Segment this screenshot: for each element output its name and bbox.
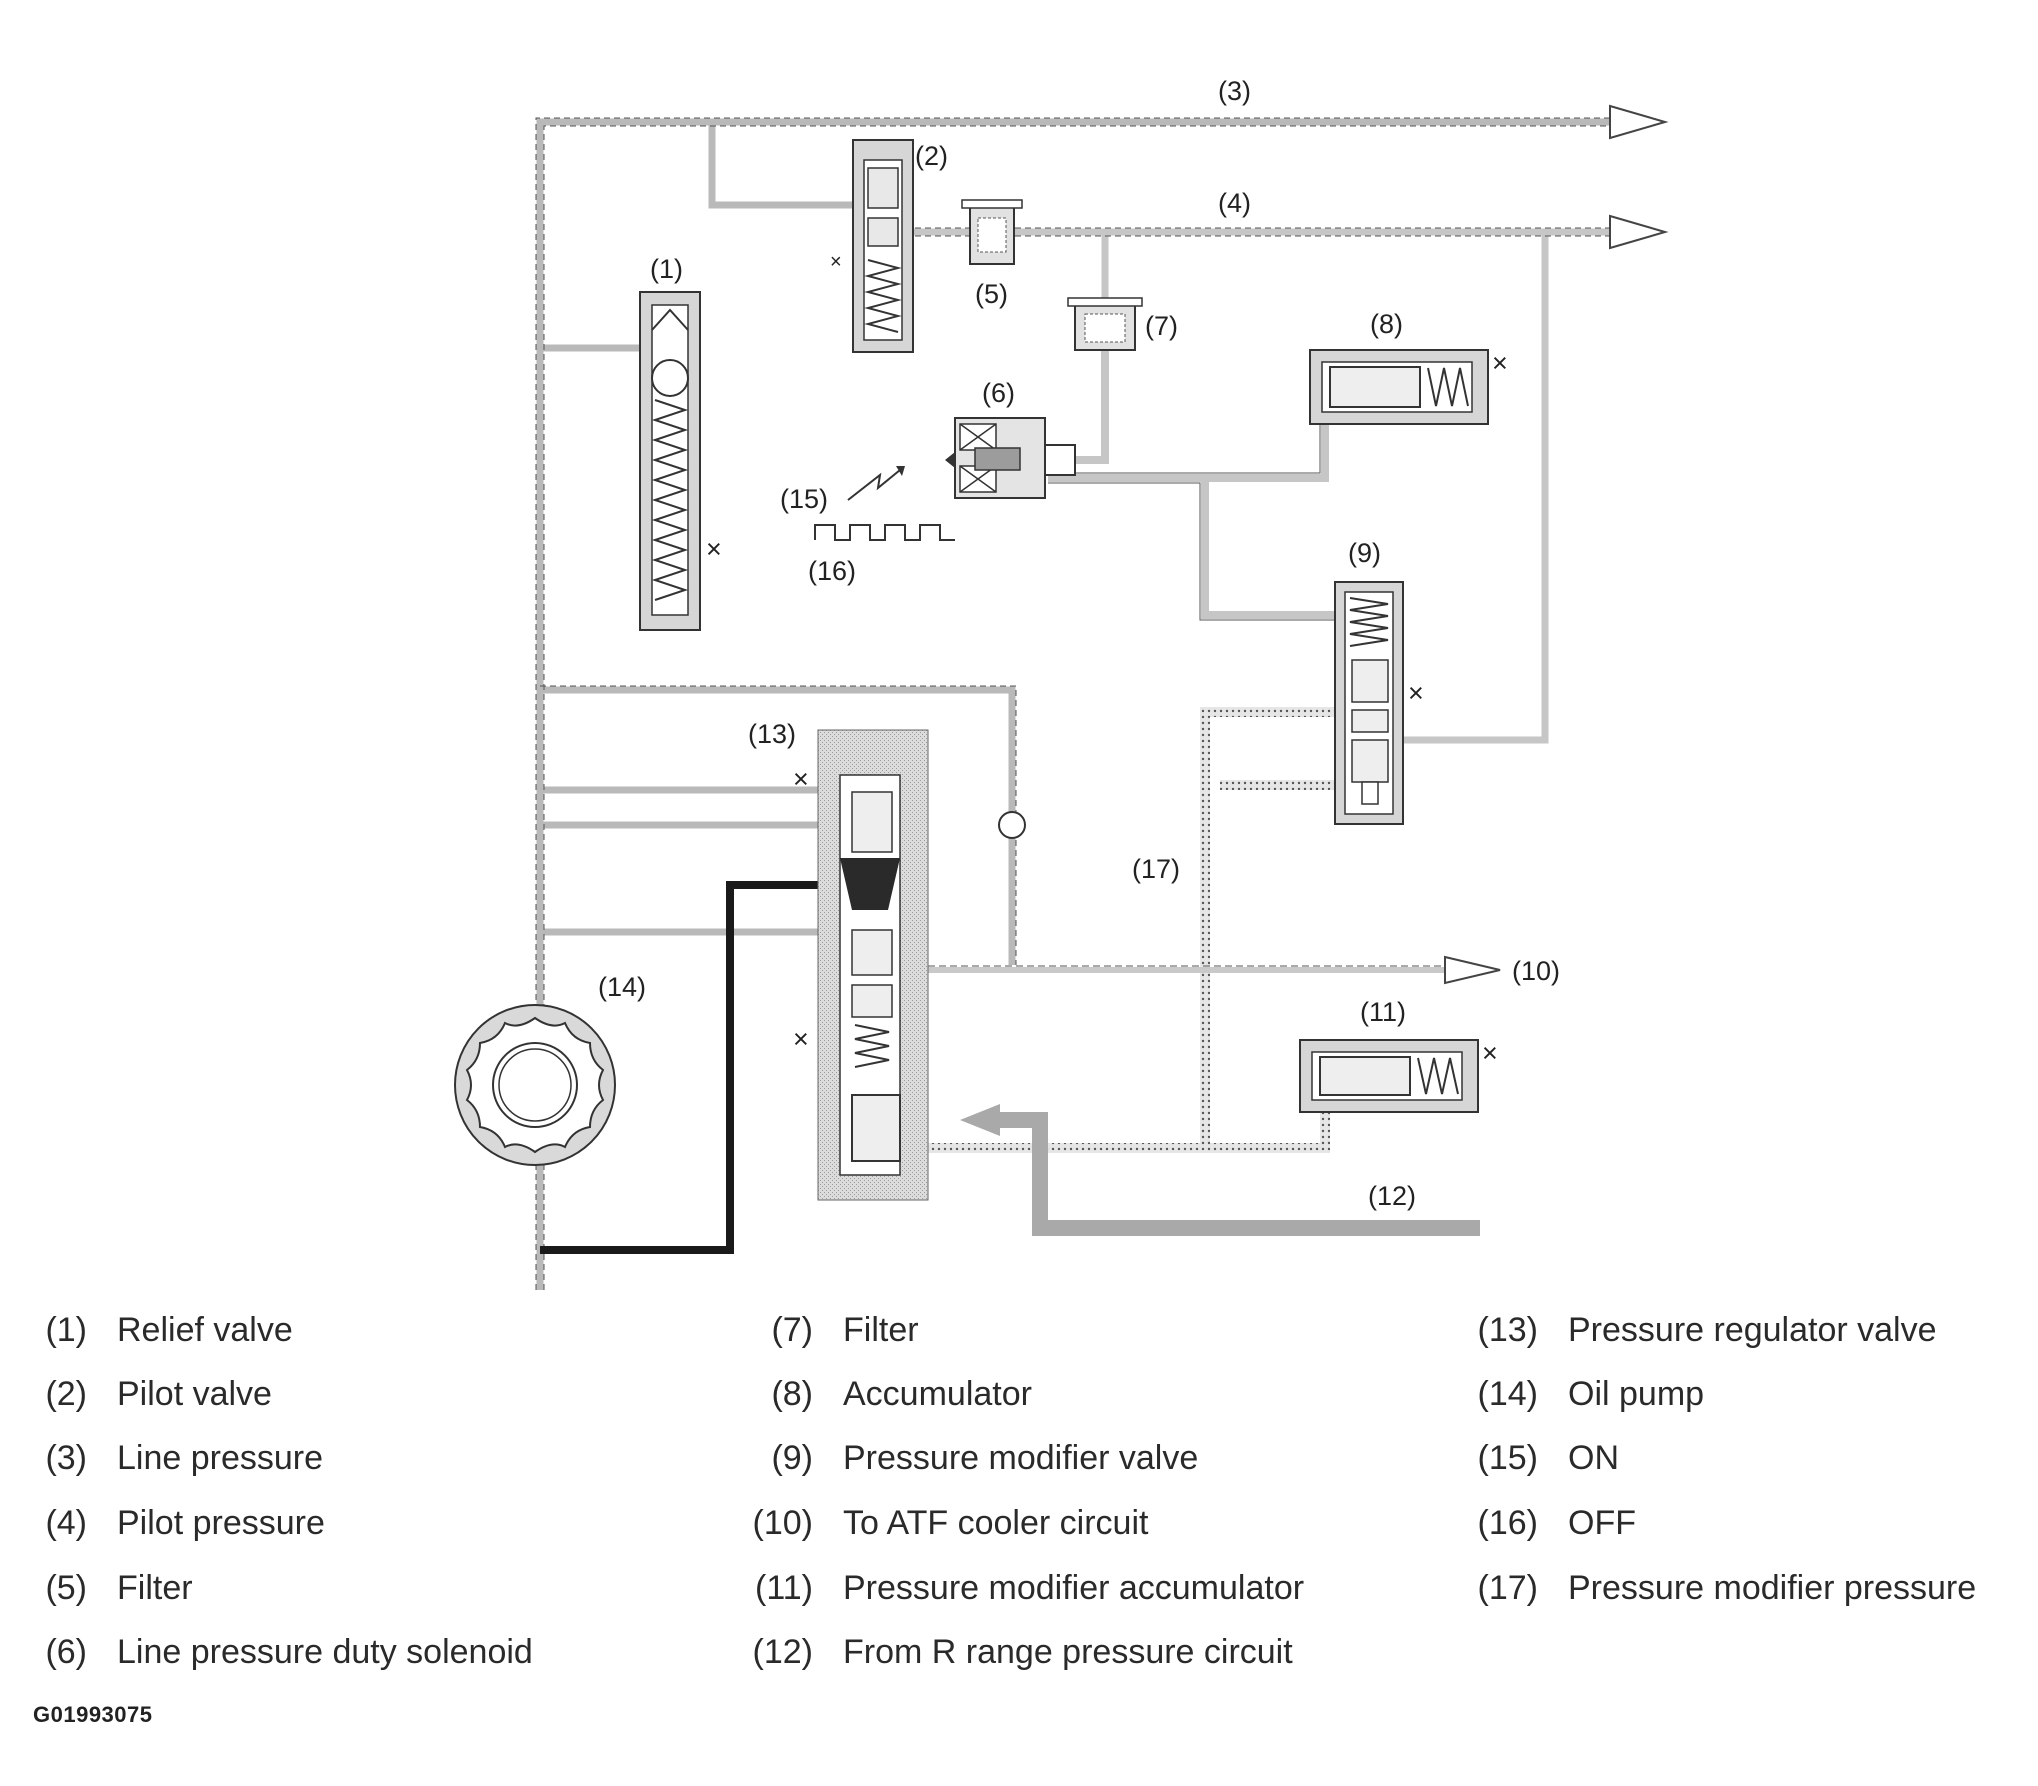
callout-1: (1): [650, 254, 683, 284]
pressure-modifier-accumulator: [1299, 1039, 1479, 1113]
legend-number: (1): [45, 1311, 87, 1349]
pressure-modifier-valve-exhaust-mark: ×: [1408, 678, 1424, 708]
callout-8: (8): [1370, 309, 1403, 339]
legend-label: OFF: [1568, 1504, 1636, 1542]
callout-7: (7): [1145, 311, 1178, 341]
pressure-modifier-valve: [1334, 581, 1404, 825]
legend-number: (8): [771, 1375, 813, 1413]
callout-13: (13): [748, 719, 796, 749]
regulator-exhaust-mark-bottom: ×: [793, 1024, 809, 1054]
solenoid-output-edges: [1048, 415, 1335, 621]
legend-number: (15): [1477, 1439, 1538, 1477]
off-signal-pulse-icon: [814, 524, 955, 541]
legend-label: Filter: [117, 1569, 193, 1607]
legend-number: (14): [1477, 1375, 1538, 1413]
filter-5: [961, 199, 1023, 265]
legend-number: (13): [1477, 1311, 1538, 1349]
on-signal-lightning-icon: [847, 466, 905, 501]
r-range-arrow: [960, 1104, 1000, 1136]
line-pressure-passage-edges: [535, 117, 1610, 1290]
relief-valve: [639, 291, 701, 631]
atf-cooler-arrow: [1444, 955, 1501, 985]
solenoid-output-passages: [1048, 345, 1335, 619]
oil-pump: [454, 1004, 616, 1166]
filter-7: [1067, 297, 1143, 351]
callout-2: (2): [915, 141, 948, 171]
legend-label: From R range pressure circuit: [843, 1633, 1293, 1671]
pilot-pressure-edges: [905, 227, 1610, 237]
pilot-pressure-passages: [905, 228, 1610, 744]
callout-16: (16): [808, 556, 856, 586]
accumulator: [1309, 349, 1489, 425]
callout-4: (4): [1218, 188, 1251, 218]
callout-9: (9): [1348, 538, 1381, 568]
callout-17: (17): [1132, 854, 1180, 884]
legend-number: (4): [45, 1504, 87, 1542]
callout-5: (5): [975, 279, 1008, 309]
check-ball: [998, 811, 1026, 839]
legend-label: Filter: [843, 1311, 919, 1349]
legend-label: Pressure modifier accumulator: [843, 1569, 1305, 1607]
figure-id: G01993075: [33, 1702, 153, 1727]
pressure-regulator-valve: [817, 729, 929, 1201]
legend-label: Oil pump: [1568, 1375, 1705, 1413]
pilot-valve: [852, 139, 914, 353]
hydraulic-circuit-diagram: × × ×: [454, 76, 1669, 1290]
legend-label: ON: [1568, 1439, 1619, 1477]
legend-number: (10): [752, 1504, 813, 1542]
callout-15: (15): [780, 484, 828, 514]
legend-number: (16): [1477, 1504, 1538, 1542]
legend-number: (6): [45, 1633, 87, 1671]
regulator-exhaust-mark-top: ×: [793, 764, 809, 794]
legend-number: (3): [45, 1439, 87, 1477]
legend-number: (9): [771, 1439, 813, 1477]
legend-number: (17): [1477, 1569, 1538, 1607]
legend-label: Relief valve: [117, 1311, 293, 1349]
r-range-passage: [1000, 1112, 1480, 1236]
legend-label: Pilot pressure: [117, 1504, 325, 1542]
line-pressure-arrow: [1609, 104, 1669, 140]
accumulator-exhaust-mark: ×: [1492, 348, 1508, 378]
callout-11: (11): [1360, 997, 1406, 1027]
pressure-modifier-passage: [928, 707, 1335, 1153]
callout-10: (10): [1512, 956, 1560, 986]
legend-label: Line pressure duty solenoid: [117, 1633, 533, 1671]
relief-valve-exhaust-mark: ×: [706, 534, 722, 564]
line-pressure-duty-solenoid: [945, 417, 1076, 499]
pressure-modifier-accumulator-exhaust-mark: ×: [1482, 1038, 1498, 1068]
legend-number: (12): [752, 1633, 813, 1671]
legend-label: Accumulator: [843, 1375, 1032, 1413]
line-pressure-passages: [536, 118, 1610, 1290]
legend-label: Pressure modifier valve: [843, 1439, 1199, 1477]
callout-12: (12): [1368, 1181, 1416, 1211]
legend-number: (11): [755, 1569, 813, 1607]
legend-number: (2): [45, 1375, 87, 1413]
legend-label: To ATF cooler circuit: [843, 1504, 1149, 1542]
legend-label: Pilot valve: [117, 1375, 272, 1413]
pump-outlet-passage: [540, 881, 830, 1254]
pilot-valve-exhaust-mark: ×: [830, 251, 842, 273]
callout-3: (3): [1218, 76, 1251, 106]
legend-label: Pressure modifier pressure: [1568, 1569, 1977, 1607]
legend-label: Pressure regulator valve: [1568, 1311, 1937, 1349]
legend-number: (5): [45, 1569, 87, 1607]
callout-14: (14): [598, 972, 646, 1002]
callout-6: (6): [982, 378, 1015, 408]
legend-label: Line pressure: [117, 1439, 324, 1477]
legend-number: (7): [771, 1311, 813, 1349]
pilot-pressure-arrow: [1609, 214, 1669, 250]
legend: (1) Relief valve (2) Pilot valve (3) Lin…: [0, 1310, 2038, 1710]
